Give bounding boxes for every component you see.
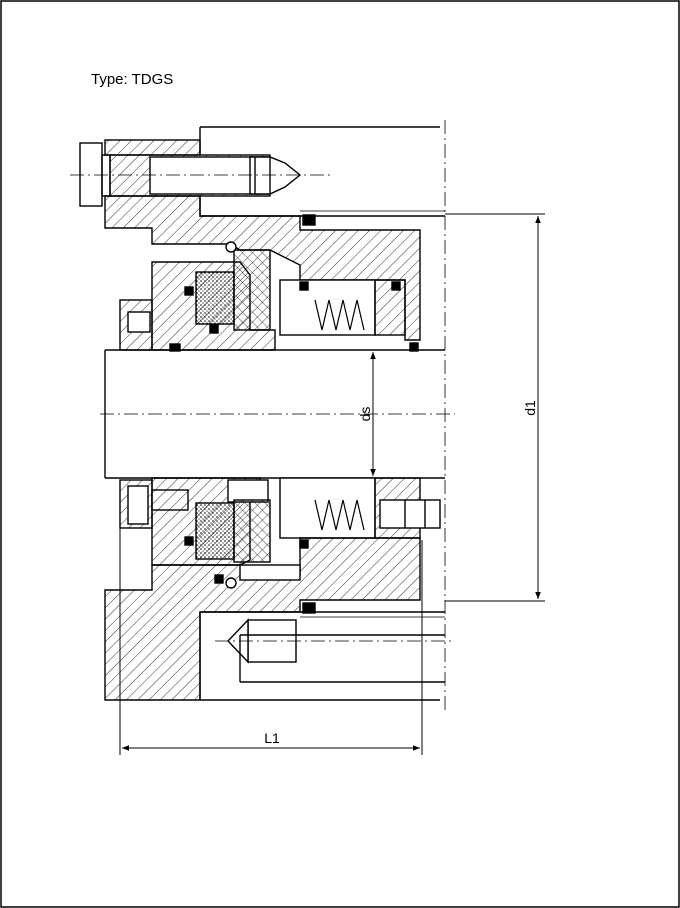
spring-lower (314, 499, 365, 531)
upper-section (79, 126, 445, 352)
lower-section (104, 477, 445, 701)
d1-label: d1 (522, 400, 538, 416)
stationary-face-upper (233, 249, 271, 331)
l1-label: L1 (264, 730, 280, 746)
stationary-face-lower (233, 499, 271, 563)
carbon-face-lower (195, 502, 235, 560)
bolt-washer (101, 154, 111, 197)
carbon-face-upper (195, 271, 235, 325)
dimension-lines (119, 213, 545, 755)
centre-lines (70, 120, 455, 710)
ds-label: ds (357, 407, 373, 422)
bolt-head (79, 142, 103, 207)
drawing-title: Type: TDGS (91, 71, 173, 88)
spring-upper (314, 299, 365, 331)
